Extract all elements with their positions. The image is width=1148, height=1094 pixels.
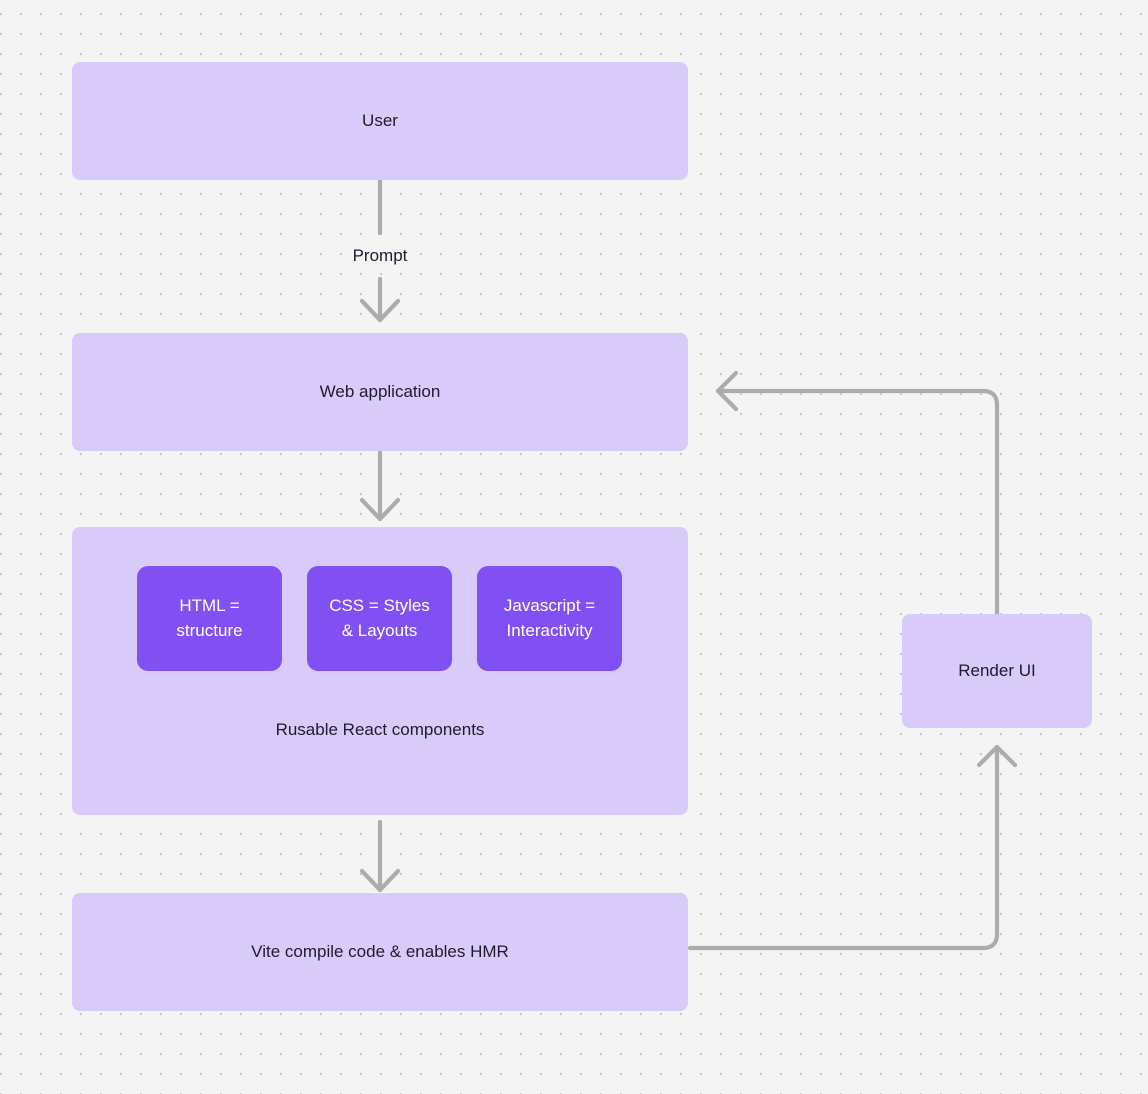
edge-vite-to-render-ui (687, 744, 1000, 951)
node-user-label: User (362, 110, 398, 130)
chip-css-label: CSS = Styles & Layouts (329, 596, 430, 640)
arrowhead-down-components (359, 497, 401, 522)
node-web-application[interactable]: Web application (72, 333, 688, 451)
arrowhead-down-vite (359, 868, 401, 893)
chip-css[interactable]: CSS = Styles & Layouts (307, 566, 452, 671)
arrowhead-left-web-application (715, 370, 739, 412)
edge-label-prompt-text: Prompt (352, 246, 408, 265)
node-components-group-caption: Rusable React components (72, 716, 688, 744)
chip-javascript[interactable]: Javascript = Interactivity (477, 566, 622, 671)
chip-html[interactable]: HTML = structure (137, 566, 282, 671)
edge-label-prompt: Prompt (330, 243, 430, 269)
arrowhead-down-web-application (359, 298, 401, 323)
node-render-ui[interactable]: Render UI (902, 614, 1092, 728)
arrowhead-up-render-ui (976, 744, 1018, 768)
node-render-ui-label: Render UI (958, 660, 1036, 680)
chip-html-label: HTML = structure (176, 596, 243, 640)
node-vite[interactable]: Vite compile code & enables HMR (72, 893, 688, 1011)
chip-javascript-label: Javascript = Interactivity (503, 596, 596, 640)
node-vite-label: Vite compile code & enables HMR (251, 941, 509, 961)
node-components-group-caption-text: Rusable React components (275, 720, 485, 739)
edge-render-ui-to-web-application (715, 388, 1000, 617)
node-web-application-label: Web application (319, 381, 441, 401)
node-user[interactable]: User (72, 62, 688, 180)
